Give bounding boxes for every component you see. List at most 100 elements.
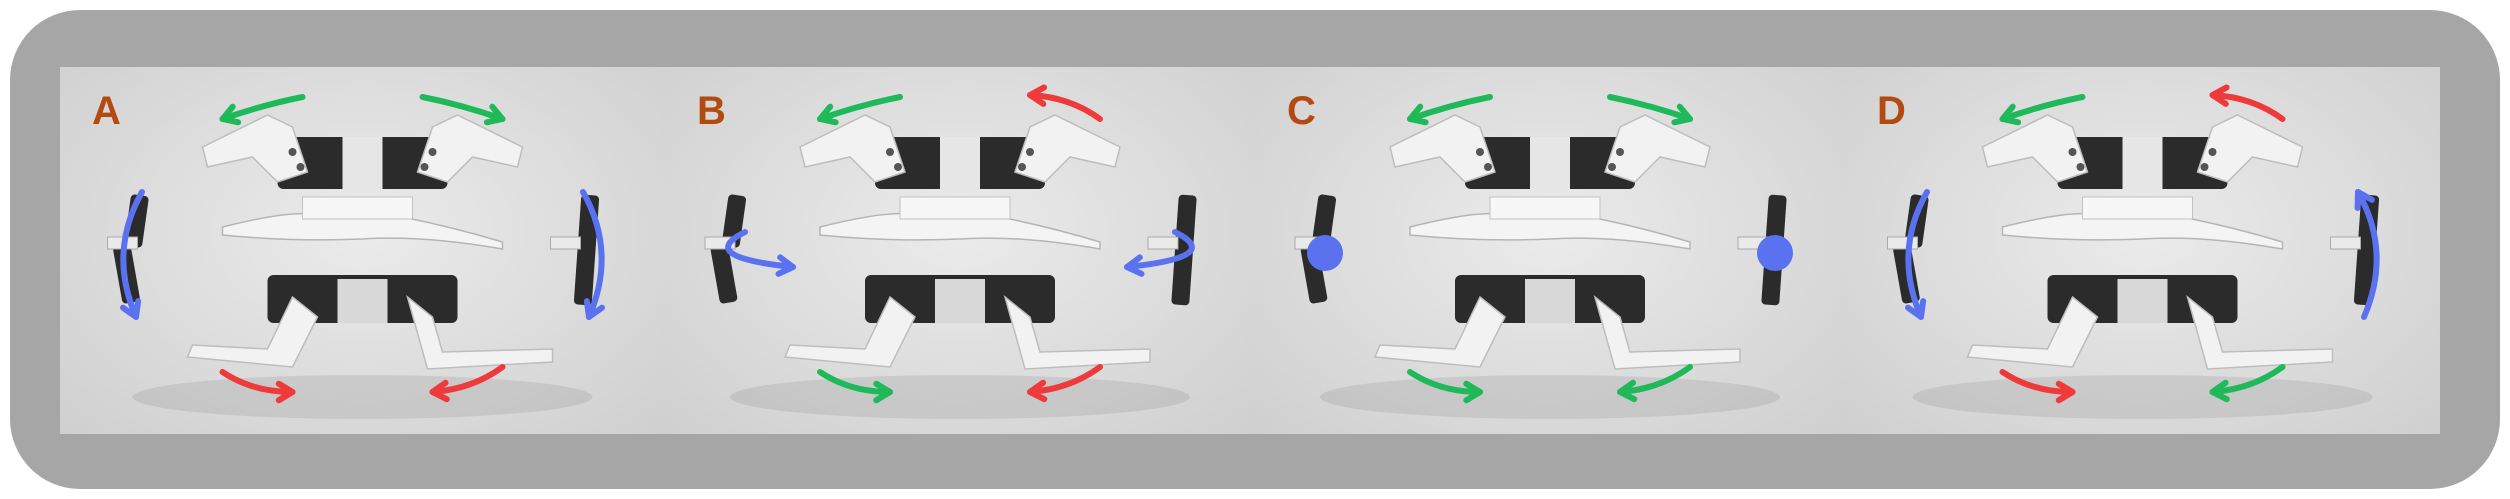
top-right-leg — [1014, 114, 1121, 183]
robot-body — [1887, 114, 2380, 419]
servo-hole — [1608, 163, 1616, 171]
servo-hole — [1484, 163, 1492, 171]
robot-shadow — [1320, 375, 1780, 419]
servo-hole — [2076, 163, 2085, 171]
bottom-right-leg — [1003, 294, 1151, 370]
top-right-arrow — [1027, 84, 1103, 122]
bottom-left-arrow-head — [2055, 380, 2076, 404]
top-left-leg — [1389, 114, 1496, 183]
bottom-left-arrow-shaft — [1999, 369, 2076, 395]
bottom-left-leg — [186, 295, 319, 368]
top-right-arrow-head — [2209, 84, 2230, 107]
bottom-right-arrow — [429, 364, 506, 403]
top-right-arrow — [1607, 94, 1693, 126]
bottom-right-leg — [1593, 294, 1741, 370]
bottom-left-arrow-head — [275, 380, 296, 404]
servo-hole — [1616, 148, 1624, 156]
battery-pack — [899, 196, 1011, 220]
bottom-right-leg — [406, 294, 554, 370]
bottom-left-leg — [1966, 295, 2099, 368]
top-left-leg — [799, 114, 906, 183]
top-right-arrow — [2209, 84, 2286, 122]
top-left-arrow — [1407, 94, 1493, 126]
robot-illustration-b — [704, 84, 1197, 419]
panel-c: C — [1255, 67, 1845, 434]
top-right-arrow-shaft — [2209, 92, 2286, 122]
servo-hole — [1026, 148, 1034, 156]
servo-hole — [428, 148, 437, 156]
bottom-right-arrow — [2209, 364, 2286, 403]
right-arm-joint — [2330, 236, 2361, 250]
panel-d: D — [1845, 67, 2440, 434]
battery-pack — [2082, 196, 2193, 220]
top-left-arrow-shaft — [1407, 94, 1493, 122]
right-indicator-curl — [1124, 229, 1195, 277]
servo-hole — [1018, 163, 1026, 171]
bottom-right-arrow — [1027, 364, 1103, 403]
servo-hole — [886, 148, 894, 156]
panel-b: B — [665, 67, 1255, 434]
right-arm-joint — [1147, 236, 1179, 250]
top-left-arrow-head — [1407, 103, 1429, 126]
bottom-center-bracket — [935, 279, 985, 323]
top-left-leg — [201, 114, 309, 183]
servo-hole — [420, 163, 429, 171]
robot-shadow — [132, 375, 593, 419]
robot-body — [1294, 114, 1787, 419]
robot-shadow — [730, 375, 1190, 419]
left-arm-upper — [1311, 194, 1337, 248]
bottom-center-bracket — [2117, 279, 2168, 323]
bottom-left-arrow — [1999, 369, 2076, 404]
right-indicator-curl-head — [1124, 254, 1145, 277]
bottom-left-leg — [1373, 295, 1506, 368]
servo-hole — [296, 163, 305, 171]
right-indicator-arc-head — [2354, 189, 2375, 211]
left-indicator-arc-shaft — [120, 189, 145, 320]
top-right-arrow-shaft — [419, 94, 506, 122]
bottom-right-arrow-head — [1617, 379, 1638, 403]
right-arm — [573, 194, 600, 306]
right-indicator-curl-shaft — [1124, 229, 1195, 270]
left-indicator-dot — [1307, 235, 1343, 271]
bottom-left-arrow-head — [1463, 380, 1483, 404]
left-indicator-arc — [120, 189, 145, 320]
right-indicator-dot — [1757, 235, 1793, 271]
panel-label-b: B — [697, 89, 726, 133]
top-right-arrow-head — [1027, 84, 1048, 107]
top-left-arrow-shaft — [219, 94, 306, 122]
bottom-right-arrow-head — [2209, 379, 2230, 403]
panel-strip: A B C D — [60, 67, 2440, 434]
top-left-arrow — [1999, 94, 2086, 126]
left-indicator-arc-head — [1905, 298, 1927, 320]
top-left-arrow-shaft — [817, 94, 903, 122]
right-arm-joint — [550, 236, 581, 250]
top-left-arrow-head — [817, 103, 839, 126]
panel-label-c: C — [1287, 89, 1316, 133]
right-indicator-arc-shaft — [2355, 189, 2380, 320]
bottom-right-arrow-shaft — [2209, 364, 2286, 395]
robot-body — [107, 114, 600, 419]
left-arm-lower — [710, 244, 738, 304]
bottom-left-arrow — [817, 369, 893, 404]
battery-pack — [302, 196, 413, 220]
panel-label-a: A — [92, 89, 121, 133]
top-center-bracket — [342, 137, 383, 189]
left-arm-upper — [124, 194, 149, 248]
bottom-left-arrow-shaft — [1407, 369, 1483, 395]
robot-illustration-d — [1887, 84, 2380, 419]
right-indicator-arc — [2354, 189, 2380, 320]
left-indicator-curl — [725, 229, 796, 277]
battery-pack — [1489, 196, 1601, 220]
top-center-bracket — [940, 137, 980, 189]
bottom-right-leg — [2186, 294, 2334, 370]
panel-label-d: D — [1877, 89, 1906, 133]
right-indicator-arc-shaft — [580, 189, 605, 320]
top-right-arrow — [419, 94, 506, 126]
top-left-arrow-shaft — [1999, 94, 2086, 122]
top-left-arrow-head — [1999, 103, 2022, 126]
top-right-arrow-head — [1671, 103, 1693, 126]
bottom-left-arrow — [219, 369, 296, 404]
right-indicator-arc — [580, 189, 605, 320]
panel-a: A — [60, 67, 665, 434]
bottom-right-arrow-shaft — [429, 364, 506, 395]
